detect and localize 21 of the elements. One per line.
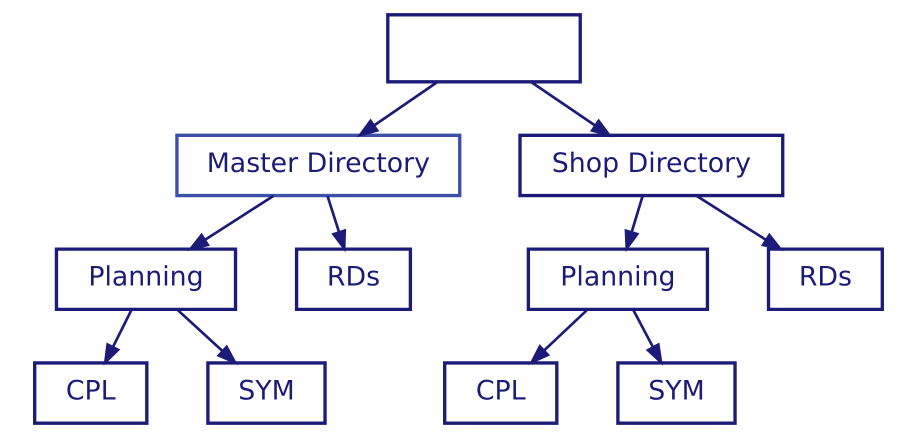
node-box: SYM — [616, 361, 737, 425]
node-box: Master Directory — [175, 134, 462, 198]
node-box: Planning — [54, 247, 238, 312]
node-box: RDs — [294, 247, 412, 312]
arrow — [104, 309, 133, 366]
arrow — [356, 80, 438, 138]
arrow — [624, 196, 644, 252]
arrow — [176, 308, 238, 366]
node-box — [386, 13, 582, 84]
arrow — [187, 194, 274, 252]
arrow — [528, 308, 588, 365]
node-box: RDs — [766, 247, 884, 312]
arrow — [632, 309, 663, 366]
node-box: CPL — [33, 361, 148, 425]
node-box: Shop Directory — [518, 134, 784, 198]
node-box: CPL — [443, 361, 558, 425]
arrow — [696, 194, 784, 252]
node-box: Planning — [526, 247, 710, 312]
node-box: SYM — [206, 361, 327, 425]
arrow — [326, 196, 346, 252]
arrow — [530, 80, 613, 138]
